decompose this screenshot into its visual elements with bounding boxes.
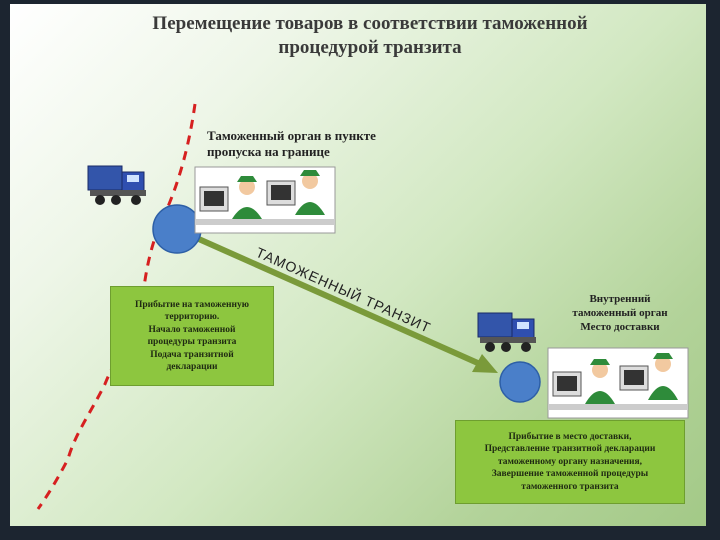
border-line [36,103,197,510]
internal-office-line-2: таможенный орган [572,307,668,319]
delivery-line: таможенного транзита [521,481,619,492]
title-line-1: Перемещение товаров в соответствии тамож… [152,13,588,34]
arrival-line: процедуры транзита [147,337,237,347]
arrival-line: Подача транзитной [150,349,234,360]
title-line-2: процедурой транзита [278,37,462,58]
delivery-line: Прибытие в место доставки, [508,431,632,442]
delivery-line: таможенному органу назначения, [497,456,643,467]
arrival-box: Прибытие на таможенную территорию. Начал… [110,286,274,386]
border-office-line-1: Таможенный орган в пункте [207,128,376,143]
slide: Перемещение товаров в соответствии тамож… [10,4,706,526]
transit-arrow-shaft [190,233,482,367]
customs-officer-icon [547,347,689,419]
arrival-line: декларации [166,362,218,372]
diagram-graphics [36,103,689,510]
internal-office-label: Внутренний таможенный орган Место достав… [550,292,690,334]
delivery-line: Представление транзитной декларации [484,444,656,455]
arrival-line: Прибытие на таможенную [135,299,249,310]
arrival-line: Начало таможенной [148,324,236,335]
destination-node [499,361,541,403]
arrival-line: территорию. [164,312,220,322]
delivery-box: Прибытие в место доставки, Представление… [455,420,685,504]
slide-title: Перемещение товаров в соответствии тамож… [70,12,670,60]
truck-icon [477,312,536,352]
transit-arrow-head [472,354,498,373]
truck-icon [87,165,146,205]
border-office-line-2: пропуска на границе [207,144,330,159]
delivery-line: Завершение таможенной процедуры [491,469,649,480]
border-office-node [152,204,202,254]
internal-office-line-1: Внутренний [589,293,651,305]
customs-officer-icon [194,166,336,234]
internal-office-line-3: Место доставки [580,321,660,333]
border-office-label: Таможенный орган в пункте пропуска на гр… [207,128,376,160]
